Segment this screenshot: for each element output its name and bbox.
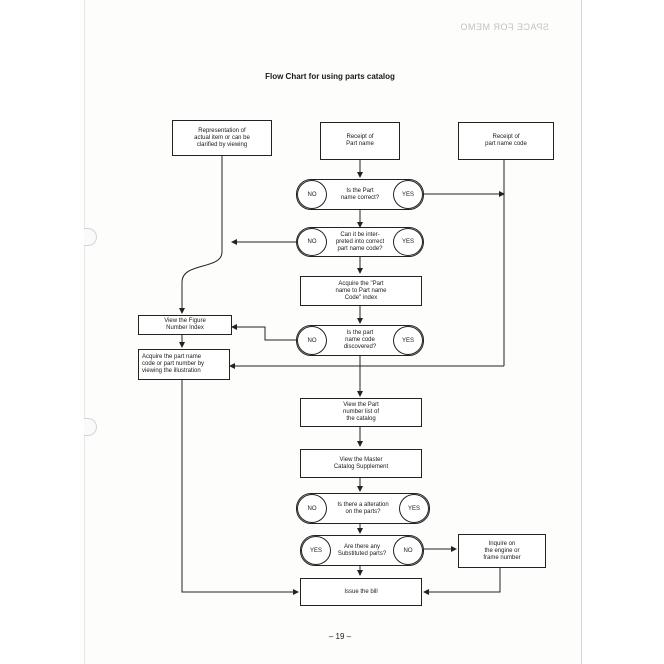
decision-text: Is the Part name correct? — [340, 187, 380, 201]
answer-yes: YES — [393, 326, 423, 355]
answer-yes: YES — [393, 228, 423, 256]
connector — [423, 568, 501, 595]
answer-no: NO — [297, 494, 327, 523]
box-receipt-part-name: Receipt of Part name — [320, 122, 400, 160]
answer-yes: YES — [399, 494, 429, 523]
answer-no: NO — [297, 228, 327, 256]
connector — [181, 380, 299, 595]
page-number: – 19 – — [328, 632, 352, 641]
decision-text: Is the part name code discovered? — [343, 330, 377, 350]
box-receipt-part-code: Receipt of part name code — [458, 122, 554, 160]
answer-yes: YES — [393, 180, 423, 209]
connector — [231, 324, 296, 341]
binder-hole — [84, 418, 97, 436]
box-inquire: Inquire on the engine or frame number — [458, 534, 546, 568]
answer-no: NO — [393, 536, 423, 565]
decision-text: Are there any Substituted parts? — [337, 543, 387, 557]
decision-text: Is there a alteration on the parts? — [337, 501, 389, 515]
box-part-number-list: View the Part number list of the catalog — [300, 398, 422, 427]
box-figure-index: View the Figure Number Index — [138, 315, 232, 335]
box-issue-bill: Issue the bill — [300, 578, 422, 606]
answer-no: NO — [297, 326, 327, 355]
box-acquire-code: Acquire the part name code or part numbe… — [138, 349, 230, 380]
decision-text: Can it be inter- preted into correct par… — [335, 231, 385, 252]
answer-yes: YES — [301, 536, 331, 565]
connector — [179, 156, 223, 314]
answer-no: NO — [297, 180, 327, 209]
box-master-supplement: View the Master Catalog Supplement — [300, 449, 422, 478]
page-title: Flow Chart for using parts catalog — [265, 72, 395, 81]
binder-hole — [84, 228, 97, 246]
box-representation: Representation of actual item or can be … — [172, 120, 272, 156]
box-acquire-index: Acquire the "Part name to Part name Code… — [300, 276, 422, 306]
